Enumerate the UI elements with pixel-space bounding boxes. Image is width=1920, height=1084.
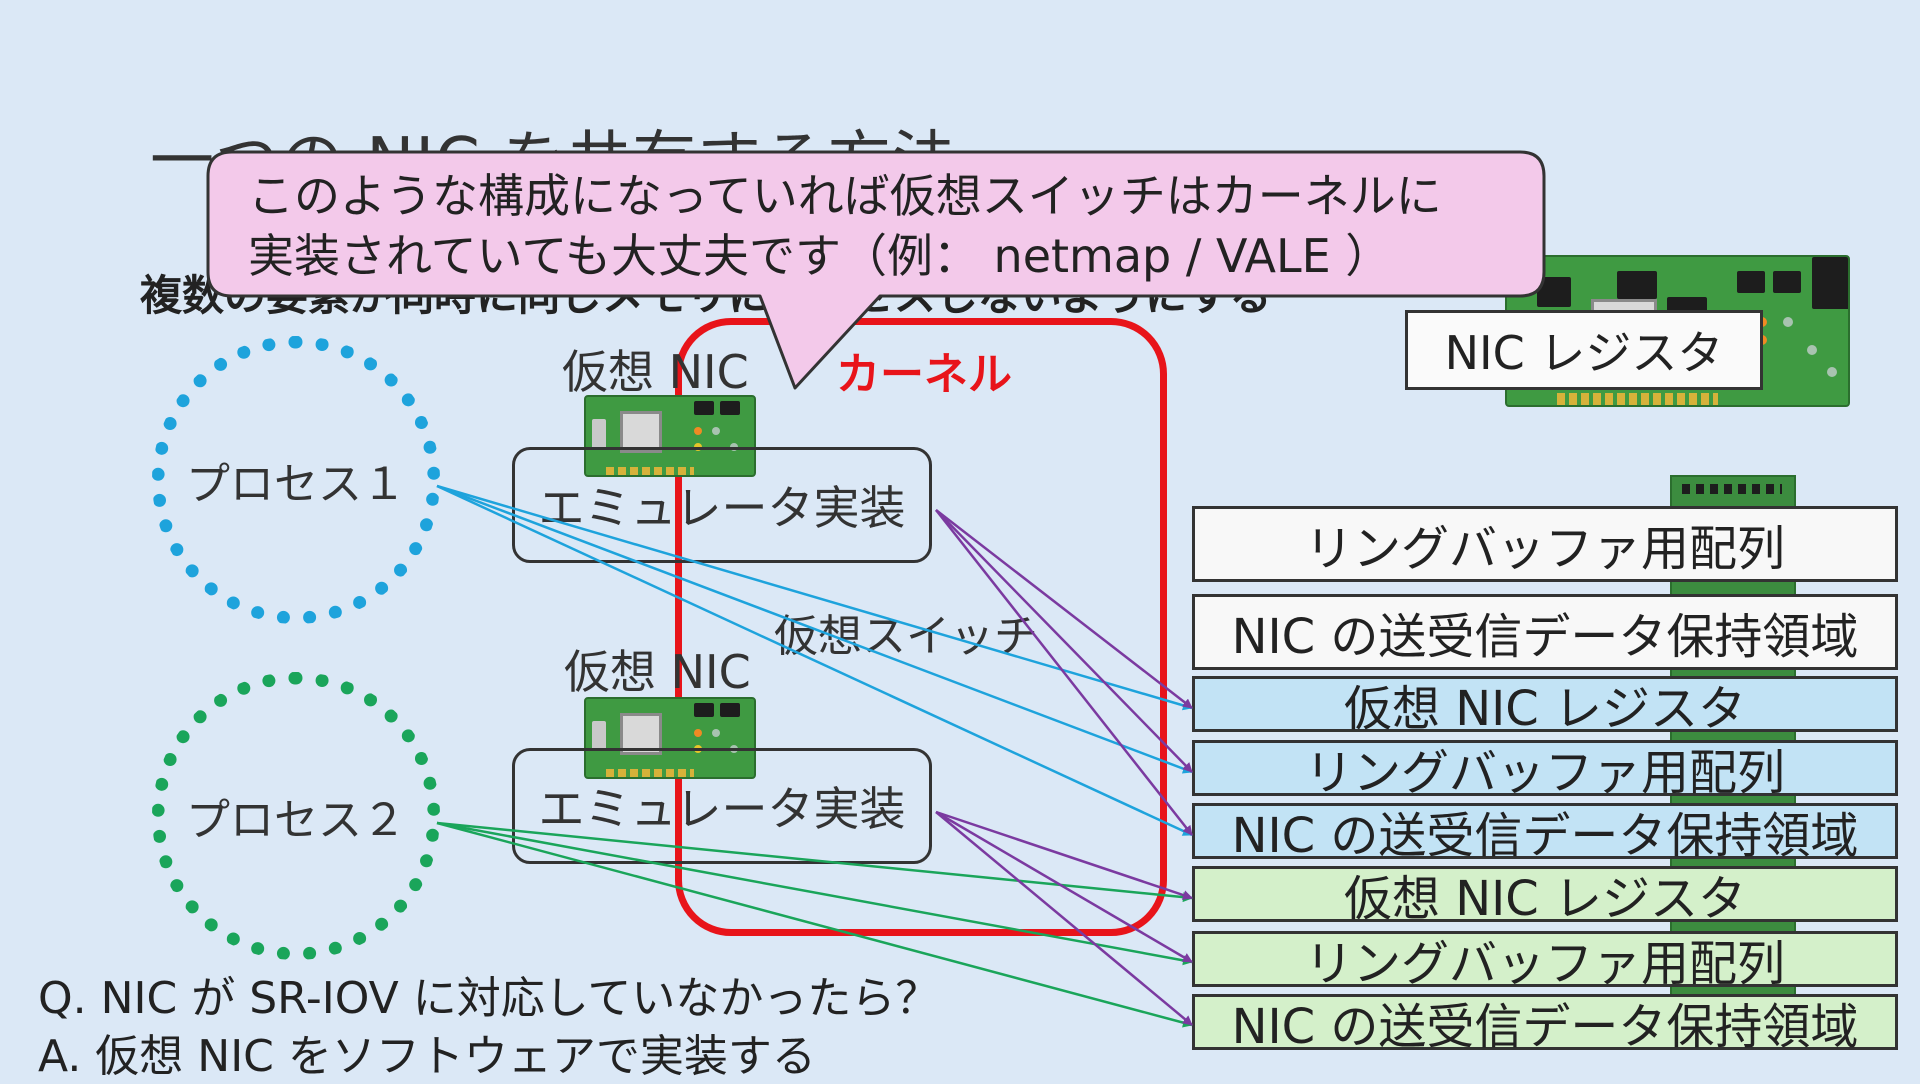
vnic2-ring-buffer-label: リングバッファ用配列 (1304, 936, 1785, 992)
arrow-emulator2-vnic2-register (935, 810, 1193, 900)
vnic1-ring-buffer-box: リングバッファ用配列 (1192, 740, 1898, 801)
answer-text: A. 仮想 NIC をソフトウェアで実装する (38, 1031, 816, 1082)
arrow-process1-vnic1-data (436, 484, 1193, 837)
physical-data-area-box: NIC の送受信データ保持領域 (1192, 594, 1898, 670)
arrow-process2-vnic2-data (436, 821, 1193, 1028)
virtual-nic-1-label: 仮想 NIC (562, 345, 749, 399)
callout-line-1: このような構成になっていれば仮想スイッチはカーネルに (248, 169, 1442, 223)
arrow-emulator1-vnic1-ring (935, 509, 1193, 773)
question-text: Q. NIC が SR-IOV に対応していなかったら？ (38, 973, 940, 1024)
arrow-emulator2-vnic2-ring (935, 810, 1193, 964)
vnic2-register-box: 仮想 NIC レジスタ (1192, 866, 1898, 927)
callout-line-2: 実装されていても大丈夫です（例： netmap / VALE ） (248, 229, 1392, 283)
emulator-box-1: エミュレータ実装 (512, 447, 932, 563)
arrow-emulator1-vnic1-register (935, 509, 1193, 709)
arrow-process1-vnic1-register (436, 484, 1193, 711)
kernel-boundary (675, 318, 1167, 936)
vnic2-register-label: 仮想 NIC レジスタ (1343, 871, 1747, 927)
vnic1-register-box: 仮想 NIC レジスタ (1192, 676, 1898, 737)
vnic2-data-area-box: NIC の送受信データ保持領域 (1192, 994, 1898, 1055)
physical-ring-buffer-label: リングバッファ用配列 (1304, 521, 1785, 577)
vnic1-data-area-box: NIC の送受信データ保持領域 (1192, 803, 1898, 864)
arrow-emulator2-vnic2-data (935, 811, 1193, 1026)
emulator-1-label: エミュレータ実装 (538, 481, 906, 535)
arrow-process2-vnic2-register (436, 821, 1193, 903)
emulator-box-2: エミュレータ実装 (512, 748, 932, 864)
virtual-nic-2-label: 仮想 NIC (564, 645, 751, 699)
emulator-2-label: エミュレータ実装 (538, 782, 906, 836)
virtual-switch-label: 仮想スイッチ (774, 611, 1038, 662)
arrow-process1-vnic1-ring (436, 484, 1193, 774)
nic-card-icon (584, 395, 756, 477)
vnic2-data-area-label: NIC の送受信データ保持領域 (1231, 999, 1859, 1055)
vnic1-register-label: 仮想 NIC レジスタ (1343, 681, 1747, 737)
physical-ring-buffer-box: リングバッファ用配列 (1192, 506, 1898, 582)
arrow-emulator1-vnic1-data (935, 509, 1193, 836)
callout-text: このような構成になっていれば仮想スイッチはカーネルに 実装されていても大丈夫です… (248, 166, 1442, 286)
vnic1-ring-buffer-label: リングバッファ用配列 (1304, 745, 1785, 801)
arrow-process2-vnic2-ring (436, 821, 1193, 966)
physical-nic-edge-chips (1682, 484, 1782, 494)
vnic1-data-area-label: NIC の送受信データ保持領域 (1231, 808, 1859, 864)
process-1-label: プロセス１ (186, 459, 406, 510)
process-2-label: プロセス２ (186, 795, 406, 846)
nic-register-label: NIC レジスタ (1405, 310, 1763, 390)
kernel-label: カーネル (836, 349, 1012, 400)
vnic2-ring-buffer-box: リングバッファ用配列 (1192, 931, 1898, 992)
physical-data-area-label: NIC の送受信データ保持領域 (1231, 609, 1859, 665)
